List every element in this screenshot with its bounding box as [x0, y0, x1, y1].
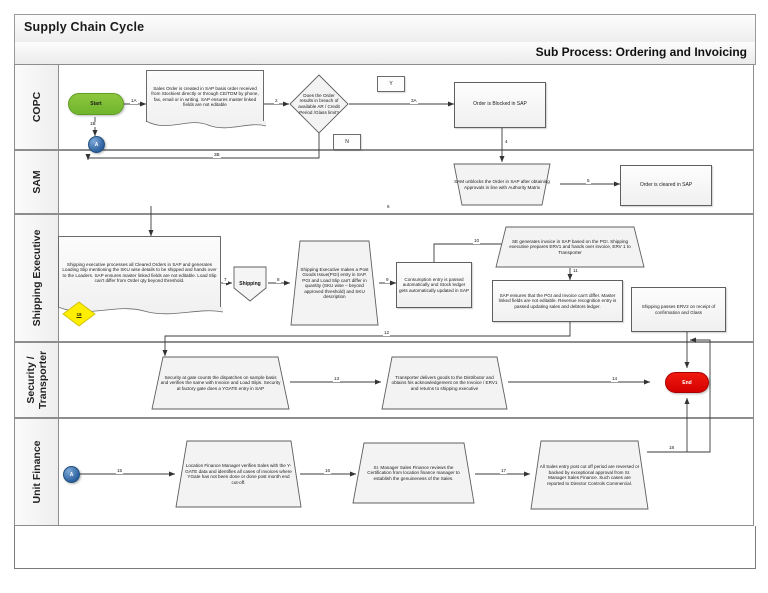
node-all-sales-post-cutoff[interactable]: All Sales entry post cut off period are …	[530, 440, 649, 510]
node-sap-ensures-pgi-invoice-label: SAP ensures that the PGI and Invoice can…	[498, 292, 617, 309]
document-wave-bottom	[146, 121, 266, 129]
node-pgi-entry-label: Shipping Executive makes a Post Goods Is…	[300, 266, 369, 300]
node-location-finance-manager-label: Location Finance Manager verifies Sales …	[185, 463, 292, 485]
node-se-generates-invoice-label: SE generates invoice in SAP based on the…	[509, 238, 631, 255]
node-order-cleared-label: Order is cleared in SAP	[639, 181, 693, 188]
flow-label-15: 15	[116, 468, 124, 474]
flow-label-1b: 1B	[89, 121, 97, 127]
node-transporter-delivers-label: Transporter delivers goods to the Distri…	[391, 374, 498, 391]
decision-no-tag: N	[333, 134, 361, 150]
trapezoid-shape	[151, 356, 290, 410]
connector-a-top-label: A	[94, 141, 99, 148]
node-sales-order[interactable]: Sales Order is created in SAP basis orde…	[146, 70, 266, 129]
end-label: End	[682, 379, 692, 386]
trapezoid-shape	[352, 442, 475, 504]
lane-label-security-transporter: Security / Transporter	[24, 350, 49, 410]
flow-label-18: 18	[668, 445, 676, 451]
connector-a-bottom-label: A	[69, 471, 74, 478]
flow-label-2: 2	[274, 98, 279, 104]
node-sales-order-label: Sales Order is created in SAP basis orde…	[151, 85, 259, 107]
flow-label-13: 13	[333, 376, 341, 382]
node-order-cleared[interactable]: Order is cleared in SAP	[620, 165, 712, 206]
node-shipping-passes-erv2-label: Shipping passes ERV2 on receipt of confi…	[641, 304, 716, 315]
flow-label-3a: 3A	[410, 98, 418, 104]
flow-label-10: 10	[473, 238, 481, 244]
start-label: Start	[90, 101, 102, 107]
decision-yes-tag: Y	[377, 76, 405, 92]
lane-label-shipping-executive: Shipping Executive	[30, 229, 43, 327]
trapezoid-shape	[381, 356, 508, 410]
marker-18-label: 18	[76, 311, 82, 317]
flow-label-8: 8	[276, 277, 281, 283]
flow-label-12: 12	[383, 330, 391, 336]
node-credit-decision-label: Does the Order results in breach of avai…	[298, 92, 340, 115]
node-credit-decision[interactable]: Does the Order results in breach of avai…	[289, 74, 349, 134]
node-security-gate-check[interactable]: Security at gate counts the dispatches o…	[151, 356, 290, 410]
lane-label-unit-finance: Unit Finance	[30, 440, 43, 504]
diagram-title-bar: Supply Chain Cycle	[14, 14, 756, 44]
flow-label-5: 5	[586, 178, 591, 184]
trapezoid-shape	[175, 440, 302, 508]
lane-label-copc: COPC	[30, 91, 43, 123]
lane-label-sam: SAM	[30, 170, 43, 194]
flow-label-11: 11	[572, 268, 579, 274]
off-page-connector-a-bottom[interactable]: A	[63, 466, 80, 483]
page-subtitle: Sub Process: Ordering and Invoicing	[535, 45, 747, 59]
pentagon-shape	[233, 266, 267, 302]
node-transporter-delivers[interactable]: Transporter delivers goods to the Distri…	[381, 356, 508, 410]
node-shipping-passes-erv2[interactable]: Shipping passes ERV2 on receipt of confi…	[631, 287, 726, 332]
node-all-sales-post-cutoff-label: All Sales entry post cut off period are …	[539, 464, 640, 486]
node-shipping-gate-label: Shipping	[239, 281, 261, 287]
node-order-blocked[interactable]: Order is Blocked in SAP	[454, 82, 546, 128]
flow-label-16: 16	[324, 468, 332, 474]
flow-label-9: 9	[385, 277, 390, 283]
node-order-blocked-label: Order is Blocked in SAP	[473, 101, 527, 108]
trapezoid-shape	[453, 163, 551, 206]
decision-yes-label: Y	[389, 81, 393, 87]
trapezoid-shape	[495, 226, 645, 268]
trapezoid-shape	[290, 240, 379, 326]
node-consumption-entry[interactable]: Consumption entry is passed automaticall…	[396, 262, 472, 308]
lane-header-sam: SAM	[15, 151, 59, 213]
trapezoid-shape	[530, 440, 649, 510]
node-pgi-entry[interactable]: Shipping Executive makes a Post Goods Is…	[290, 240, 379, 326]
node-sam-unblocks[interactable]: SAM unblocks the Order in SAP after obta…	[444, 163, 560, 206]
off-page-connector-a-top[interactable]: A	[88, 136, 105, 153]
node-shipping-gate[interactable]: Shipping	[232, 266, 268, 302]
node-location-finance-manager[interactable]: Location Finance Manager verifies Sales …	[175, 440, 302, 508]
node-shipping-exec-process-label: Shipping executive processes all Cleared…	[62, 261, 217, 283]
end-terminator[interactable]: End	[665, 372, 709, 393]
flow-label-4: 4	[504, 139, 509, 145]
flow-label-7: 7	[223, 277, 228, 283]
decision-no-label: N	[345, 139, 349, 145]
marker-diamond-shape	[62, 301, 96, 327]
page-title: Supply Chain Cycle	[24, 20, 145, 34]
node-se-generates-invoice[interactable]: SE generates invoice in SAP based on the…	[495, 226, 645, 268]
node-security-gate-check-label: Security at gate counts the dispatches o…	[160, 374, 281, 391]
decision-diamond-shape	[289, 74, 349, 134]
lane-header-shipping-executive: Shipping Executive	[15, 215, 59, 341]
node-sam-unblocks-label: SAM unblocks the Order in SAP after obta…	[454, 179, 550, 190]
node-shipping-exec-process[interactable]: Shipping executive processes all Cleared…	[58, 236, 223, 315]
flow-label-6: 6	[386, 204, 391, 210]
lane-header-copc: COPC	[15, 65, 59, 149]
node-sap-ensures-pgi-invoice[interactable]: SAP ensures that the PGI and Invoice can…	[492, 280, 623, 322]
flow-label-14: 14	[611, 376, 619, 382]
lane-header-security-transporter: Security / Transporter	[15, 343, 59, 417]
node-consumption-entry-label: Consumption entry is passed automaticall…	[399, 276, 469, 293]
node-sr-manager-sales-finance[interactable]: Sr. Manager Sales Finance reviews the Ce…	[352, 442, 475, 504]
diagram-outer-frame	[14, 526, 756, 569]
diagram-subtitle-bar: Sub Process: Ordering and Invoicing	[14, 42, 756, 65]
flow-label-1a: 1A	[130, 98, 138, 104]
marker-18-shipping[interactable]: 18	[62, 301, 96, 327]
start-terminator[interactable]: Start	[68, 93, 124, 115]
lane-header-unit-finance: Unit Finance	[15, 419, 59, 525]
flow-label-3b: 3B	[213, 152, 221, 158]
node-sr-manager-sales-finance-label: Sr. Manager Sales Finance reviews the Ce…	[367, 464, 460, 481]
flow-label-17: 17	[500, 468, 508, 474]
